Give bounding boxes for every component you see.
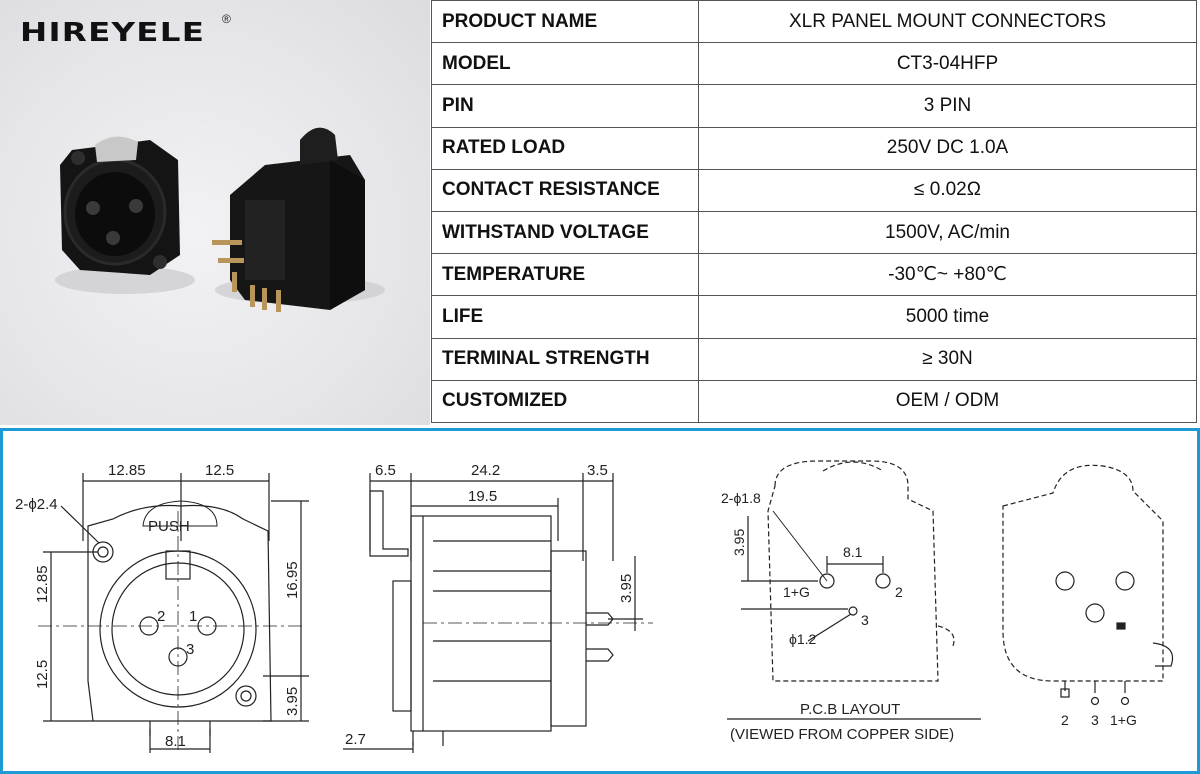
spec-key: PIN: [431, 84, 699, 128]
dim-front-right-upper: 16.95: [284, 561, 301, 599]
front-connector-image: [60, 136, 180, 275]
spec-value: -30℃~ +80℃: [698, 253, 1197, 297]
spec-table: PRODUCT NAME XLR PANEL MOUNT CONNECTORS …: [431, 0, 1197, 424]
dim-front-right-lower: 3.95: [284, 687, 301, 716]
table-row: CUSTOMIZED OEM / ODM: [431, 379, 1197, 424]
spec-value: CT3-04HFP: [698, 42, 1197, 86]
dim-side-c: 3.5: [587, 462, 608, 479]
table-row: PRODUCT NAME XLR PANEL MOUNT CONNECTORS: [431, 0, 1197, 44]
back-label-2: 2: [1061, 712, 1069, 728]
drawing-canvas: 12.85 12.5 2-ϕ2.4 PUSH 12.85 12.5 16.95 …: [15, 460, 1174, 753]
spec-value: 3 PIN: [698, 84, 1197, 128]
spec-key: CUSTOMIZED: [431, 379, 699, 424]
spec-key: PRODUCT NAME: [431, 0, 699, 44]
spec-key: RATED LOAD: [431, 126, 699, 170]
spec-value: 5000 time: [698, 295, 1197, 339]
connector-photo-illustration: [55, 127, 385, 312]
table-row: RATED LOAD 250V DC 1.0A: [431, 126, 1197, 170]
back-label-1g: 1+G: [1110, 712, 1137, 728]
pcb-label-1g: 1+G: [783, 584, 810, 600]
pin-3-label: 3: [186, 641, 194, 658]
registered-mark: ®: [222, 12, 231, 26]
dim-front-top-right: 12.5: [205, 462, 234, 479]
dim-side-b: 24.2: [471, 462, 500, 479]
brand-logo: HIREYELE: [20, 18, 206, 48]
dim-front-top-left: 12.85: [108, 462, 146, 479]
spec-value: XLR PANEL MOUNT CONNECTORS: [698, 0, 1197, 44]
pcb-view-dims: [727, 510, 981, 720]
table-row: WITHSTAND VOLTAGE 1500V, AC/min: [431, 210, 1197, 255]
pcb-hole-label: 2-ϕ1.8: [721, 490, 761, 506]
table-row: MODEL CT3-04HFP: [431, 42, 1197, 86]
spec-key: LIFE: [431, 295, 699, 339]
hole-label: 2-ϕ2.4: [15, 496, 58, 513]
spec-key: CONTACT RESISTANCE: [431, 168, 699, 212]
dim-front-left-lower: 12.5: [34, 660, 51, 689]
dim-side-f: 2.7: [345, 731, 366, 748]
side-view: [343, 473, 653, 753]
table-row: LIFE 5000 time: [431, 295, 1197, 339]
dim-front-left-upper: 12.85: [34, 565, 51, 603]
pcb-dim-v: 3.95: [731, 529, 747, 556]
dim-side-d: 19.5: [468, 488, 497, 505]
spec-key: TERMINAL STRENGTH: [431, 337, 699, 381]
technical-drawing: 12.85 12.5 2-ϕ2.4 PUSH 12.85 12.5 16.95 …: [0, 428, 1200, 774]
back-label-3: 3: [1091, 712, 1099, 728]
push-label: PUSH: [148, 518, 190, 535]
front-view: [38, 473, 309, 753]
spec-value: ≥ 30N: [698, 337, 1197, 381]
dim-side-a: 6.5: [375, 462, 396, 479]
spec-value: 1500V, AC/min: [698, 210, 1197, 255]
pcb-title: P.C.B LAYOUT: [800, 701, 900, 718]
pcb-dim-h: 8.1: [843, 544, 863, 560]
pcb-small-hole: ϕ1.2: [789, 631, 817, 647]
pcb-label-2: 2: [895, 584, 903, 600]
spec-key: TEMPERATURE: [431, 253, 699, 297]
side-connector-image: [212, 127, 365, 312]
spec-value: 250V DC 1.0A: [698, 126, 1197, 170]
pcb-label-3: 3: [861, 612, 869, 628]
dim-front-bottom: 8.1: [165, 733, 186, 750]
table-row: TERMINAL STRENGTH ≥ 30N: [431, 337, 1197, 381]
back-view: [1002, 464, 1174, 706]
table-row: CONTACT RESISTANCE ≤ 0.02Ω: [431, 168, 1197, 212]
pin-1-label: 1: [189, 608, 197, 625]
spec-value: OEM / ODM: [698, 379, 1197, 424]
spec-key: MODEL: [431, 42, 699, 86]
spec-key: WITHSTAND VOLTAGE: [431, 210, 699, 255]
spec-value: ≤ 0.02Ω: [698, 168, 1197, 212]
product-photo: HIREYELE ®: [0, 0, 430, 425]
table-row: TEMPERATURE -30℃~ +80℃: [431, 253, 1197, 297]
dim-side-e: 3.95: [618, 574, 635, 603]
pin-2-label: 2: [157, 608, 165, 625]
table-row: PIN 3 PIN: [431, 84, 1197, 128]
pcb-subtitle: (VIEWED FROM COPPER SIDE): [730, 726, 954, 743]
pcb-view: [767, 460, 955, 682]
